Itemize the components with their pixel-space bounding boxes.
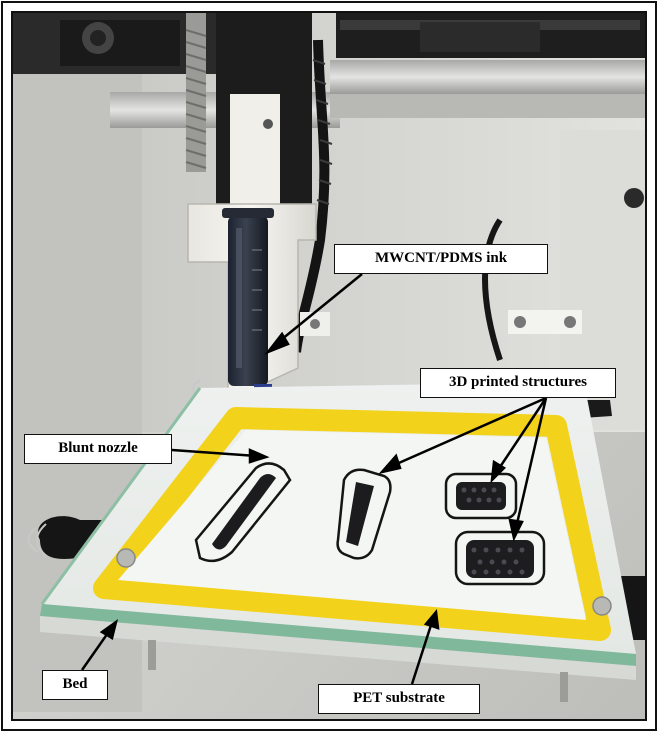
label-pet-substrate: PET substrate [318,684,480,714]
label-bed: Bed [42,670,108,700]
label-blunt-nozzle: Blunt nozzle [24,434,172,464]
label-mwcnt-pdms-ink: MWCNT/PDMS ink [334,244,548,274]
label-3d-printed-structures: 3D printed structures [420,368,616,398]
